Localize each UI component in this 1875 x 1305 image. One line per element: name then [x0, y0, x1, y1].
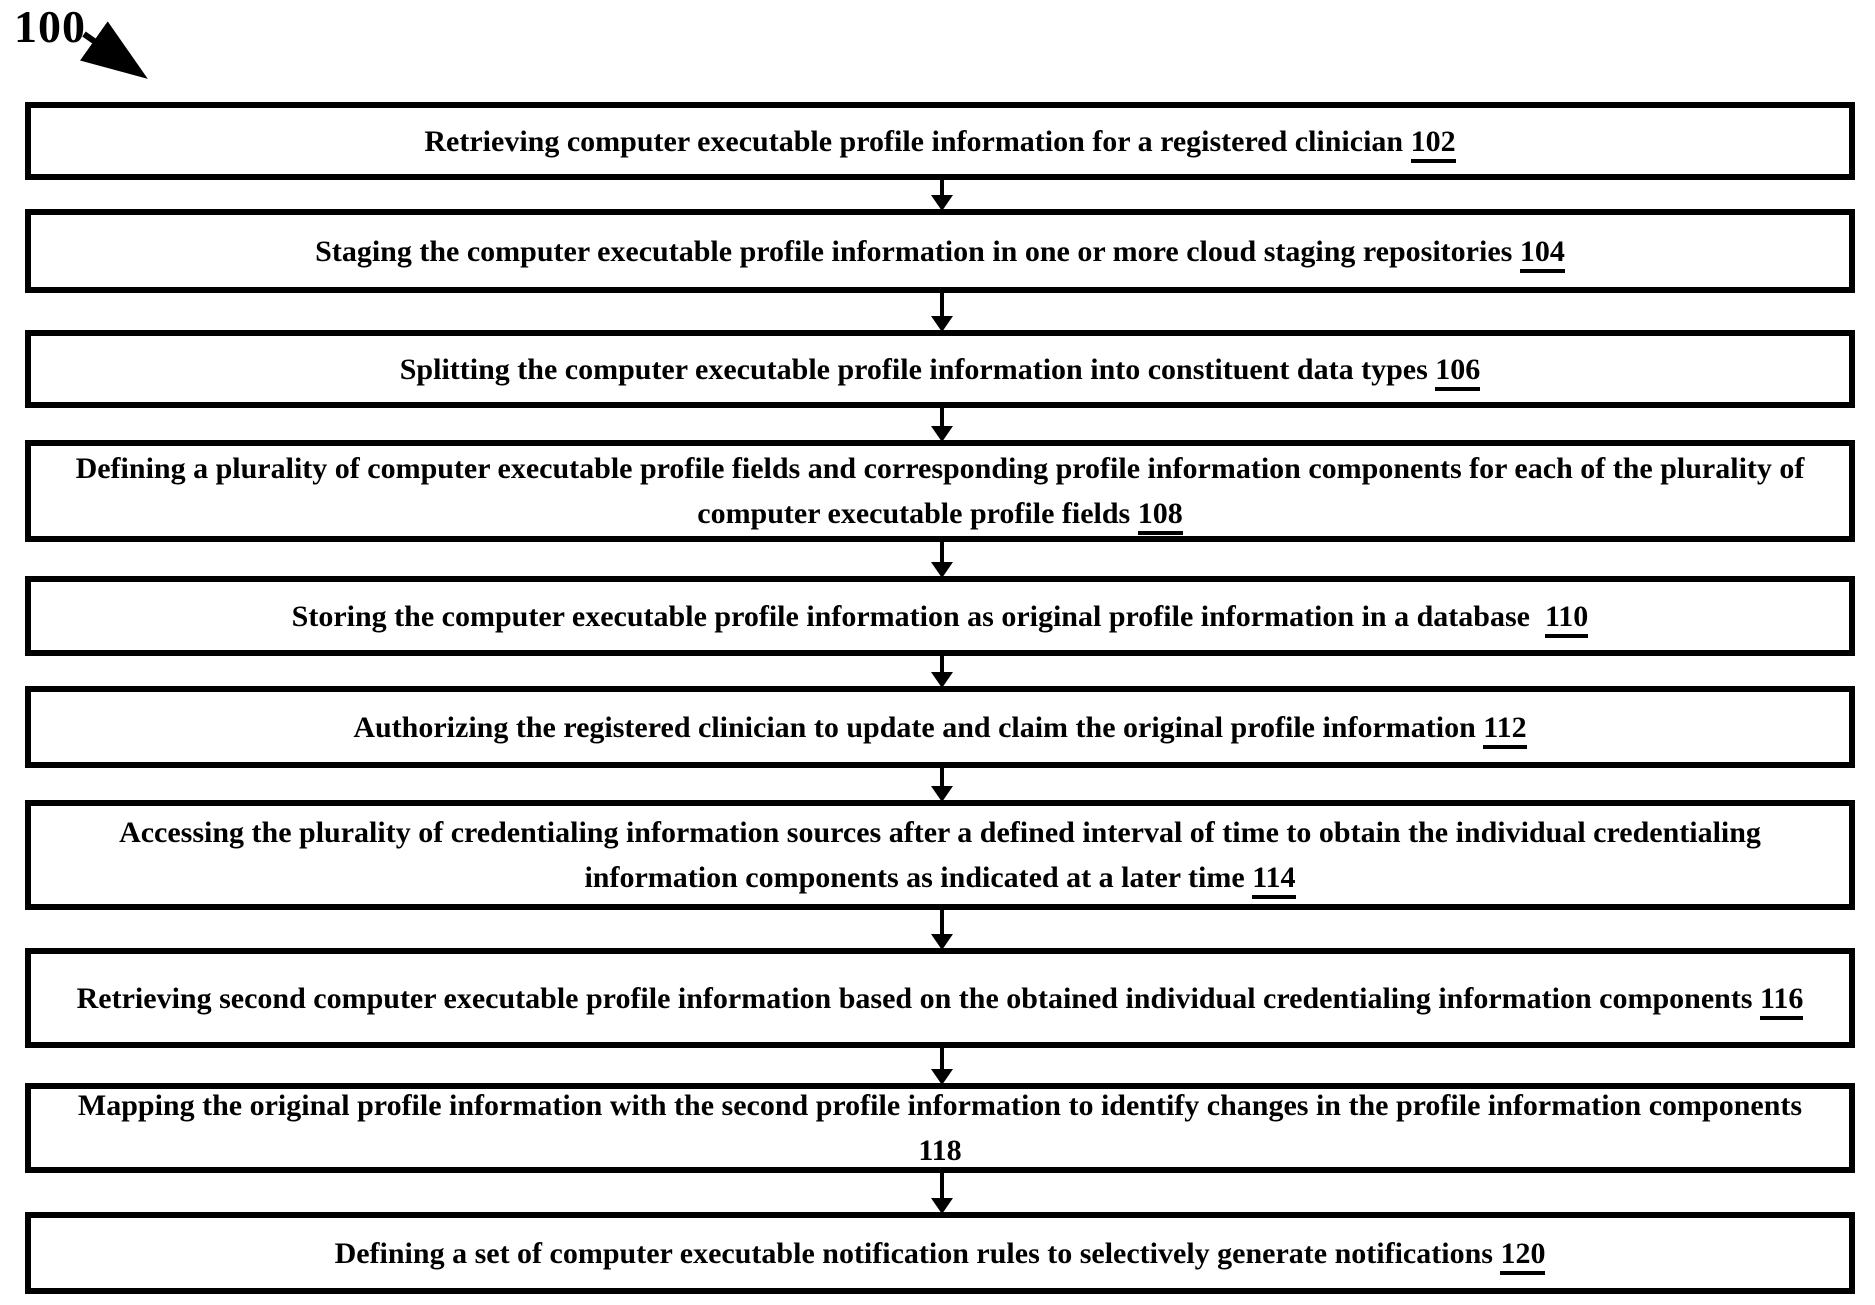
flow-arrow-head: [931, 786, 953, 802]
figure-number: 100: [14, 1, 86, 52]
step-text: Retrieving computer executable profile i…: [424, 124, 1404, 158]
step-label: Staging the computer executable profile …: [315, 229, 1565, 274]
step-label: Storing the computer executable profile …: [292, 594, 1589, 639]
step-label: Splitting the computer executable profil…: [400, 347, 1481, 392]
flow-step-110: Storing the computer executable profile …: [25, 576, 1855, 656]
flow-arrow-head: [931, 316, 953, 332]
flow-arrow-head: [931, 1069, 953, 1085]
flow-arrow-shaft: [940, 540, 944, 562]
step-label: Retrieving computer executable profile i…: [424, 119, 1456, 164]
step-ref: 106: [1435, 352, 1481, 391]
flow-arrow-head: [931, 562, 953, 578]
flow-arrow-head: [931, 1198, 953, 1214]
flow-arrow-shaft: [940, 654, 944, 672]
flow-arrow: [931, 1171, 953, 1214]
step-ref: 110: [1544, 599, 1589, 638]
flow-arrow: [931, 291, 953, 332]
flow-step-120: Defining a set of computer executable no…: [25, 1212, 1855, 1294]
step-ref: 112: [1483, 710, 1527, 749]
flow-arrow: [931, 406, 953, 442]
step-text: Authorizing the registered clinician to …: [353, 710, 1476, 744]
step-ref: 116: [1759, 981, 1804, 1020]
flow-step-104: Staging the computer executable profile …: [25, 209, 1855, 293]
flow-arrow-shaft: [940, 178, 944, 195]
step-label: Defining a set of computer executable no…: [335, 1231, 1546, 1276]
flow-arrow-shaft: [940, 406, 944, 426]
flow-step-108: Defining a plurality of computer executa…: [25, 440, 1855, 542]
step-ref: 120: [1500, 1236, 1546, 1275]
flow-arrow-head: [931, 672, 953, 688]
flow-arrow-shaft: [940, 291, 944, 316]
flow-arrow-head: [931, 426, 953, 442]
flow-step-102: Retrieving computer executable profile i…: [25, 102, 1855, 180]
step-text: Defining a set of computer executable no…: [334, 1236, 1493, 1270]
step-text: Staging the computer executable profile …: [315, 234, 1513, 268]
flow-step-106: Splitting the computer executable profil…: [25, 330, 1855, 408]
step-text: Mapping the original profile information…: [77, 1089, 1803, 1122]
flow-arrow: [931, 178, 953, 211]
step-ref: 118: [918, 1134, 962, 1172]
flow-step-116: Retrieving second computer executable pr…: [25, 948, 1855, 1048]
flow-arrow-head: [931, 195, 953, 211]
step-label: Retrieving second computer executable pr…: [77, 976, 1804, 1021]
flow-arrow-shaft: [940, 908, 944, 934]
step-ref: 102: [1410, 124, 1456, 163]
step-text: Storing the computer executable profile …: [291, 599, 1530, 633]
step-label: Defining a plurality of computer executa…: [67, 446, 1813, 536]
flow-step-114: Accessing the plurality of credentialing…: [25, 800, 1855, 910]
flow-arrow-shaft: [940, 1171, 944, 1198]
flow-arrow-shaft: [940, 1046, 944, 1069]
step-ref: 114: [1252, 861, 1296, 899]
step-label: Mapping the original profile information…: [67, 1083, 1813, 1173]
step-text: Defining a plurality of computer executa…: [75, 452, 1805, 530]
flow-arrow: [931, 766, 953, 802]
flow-arrow: [931, 540, 953, 578]
step-label: Accessing the plurality of credentialing…: [67, 810, 1813, 900]
flow-arrow: [931, 654, 953, 688]
flow-arrow-shaft: [940, 766, 944, 786]
step-label: Authorizing the registered clinician to …: [353, 705, 1527, 750]
step-text: Retrieving second computer executable pr…: [76, 981, 1753, 1015]
flow-arrow-head: [931, 934, 953, 950]
flow-step-118: Mapping the original profile information…: [25, 1083, 1855, 1173]
step-ref: 104: [1519, 234, 1565, 273]
figure-pointer-arrow: [80, 21, 148, 79]
flow-step-112: Authorizing the registered clinician to …: [25, 686, 1855, 768]
flow-arrow: [931, 908, 953, 950]
flow-arrow: [931, 1046, 953, 1085]
step-text: Accessing the plurality of credentialing…: [119, 816, 1761, 894]
step-ref: 108: [1137, 497, 1183, 535]
step-text: Splitting the computer executable profil…: [399, 352, 1428, 386]
